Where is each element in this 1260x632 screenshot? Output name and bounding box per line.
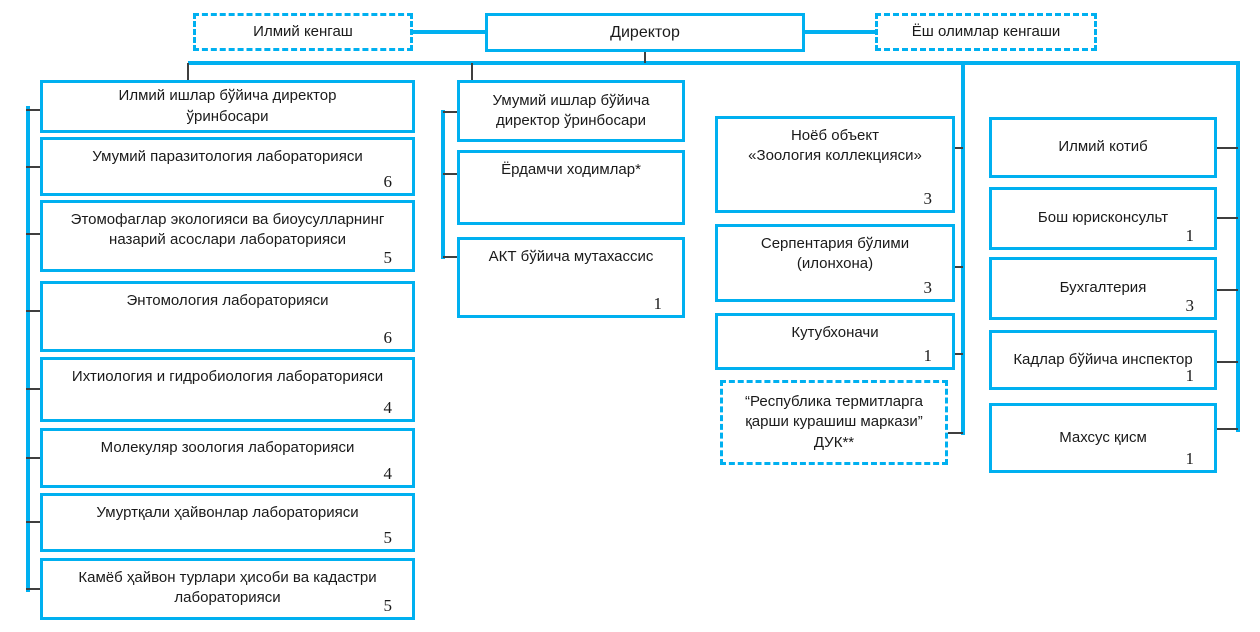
unit-label: Ёрдамчи ходимлар* xyxy=(501,161,641,178)
connector-stub xyxy=(443,111,459,113)
connector-stub xyxy=(952,353,963,355)
unit-box: Этомофаглар экологияси ва биоусулларнинг… xyxy=(40,200,415,272)
staff-count: 6 xyxy=(383,172,393,192)
unit-label: Бухгалтерия xyxy=(1059,279,1147,297)
staff-count: 1 xyxy=(923,346,933,366)
unit-box: Ноёб объект «Зоология коллекцияси» 3 xyxy=(715,116,955,213)
unit-box: Энтомология лабораторияси 6 xyxy=(40,281,415,352)
unit-label: Этомофаглар экологияси ва биоусулларнинг… xyxy=(70,211,385,249)
science-head-drop-line xyxy=(187,63,189,81)
staff-count: 5 xyxy=(383,528,393,548)
general-column-line xyxy=(441,110,445,259)
staff-count: 1 xyxy=(1185,226,1195,246)
staff-count: 3 xyxy=(923,189,933,209)
unit-box: Умуртқали ҳайвонлар лабораторияси 5 xyxy=(40,493,415,552)
admin-column-line xyxy=(1236,61,1240,432)
unit-label: Ноёб объект «Зоология коллекцияси» xyxy=(748,127,922,165)
staff-count: 1 xyxy=(1185,449,1195,469)
connector-stub xyxy=(26,588,42,590)
unit-box: Илмий котиб xyxy=(989,117,1217,178)
unit-box: Серпентария бўлими (илонхона) 3 xyxy=(715,224,955,302)
staff-count: 5 xyxy=(383,248,393,268)
connector-stub xyxy=(1214,217,1238,219)
connector-stub xyxy=(26,310,42,312)
staff-count: 4 xyxy=(383,464,393,484)
connector-stub xyxy=(443,256,459,258)
unit-label: Ихтиология и гидробиология лабораторияси xyxy=(71,368,384,385)
unit-box: Ёрдамчи ходимлар* xyxy=(457,150,685,225)
facility-column-line xyxy=(961,61,965,435)
box-director: Директор xyxy=(485,13,805,52)
box-label: Ёш олимлар кенгаши xyxy=(911,22,1061,40)
box-label: Директор xyxy=(610,23,680,41)
unit-box: Кутубхоначи 1 xyxy=(715,313,955,370)
connector-stub xyxy=(26,521,42,523)
unit-box: Кадлар бўйича инспектор 1 xyxy=(989,330,1217,390)
box-termite-center-affiliate: “Республика термитларга қарши курашиш ма… xyxy=(720,380,948,465)
connector-stub xyxy=(1214,361,1238,363)
unit-box: Молекуляр зоология лабораторияси 4 xyxy=(40,428,415,488)
connector-stub xyxy=(26,109,42,111)
staff-count: 3 xyxy=(1185,296,1195,316)
staff-count: 4 xyxy=(383,398,393,418)
staff-count: 6 xyxy=(383,328,393,348)
connector-stub xyxy=(1214,428,1238,430)
connector-stub xyxy=(1214,147,1238,149)
unit-box: Ихтиология и гидробиология лабораторияси… xyxy=(40,357,415,422)
box-label: “Республика термитларга қарши курашиш ма… xyxy=(745,393,923,451)
unit-box: Камёб ҳайвон турлари ҳисоби ва кадастри … xyxy=(40,558,415,620)
connector-stub xyxy=(443,173,459,175)
staff-count: 1 xyxy=(653,294,663,314)
unit-label: Умумий паразитология лабораторияси xyxy=(92,148,363,165)
unit-label: Илмий котиб xyxy=(1058,138,1148,156)
science-column-line xyxy=(26,106,30,592)
unit-label: Молекуляр зоология лабораторияси xyxy=(100,439,355,456)
unit-box: Махсус қисм 1 xyxy=(989,403,1217,473)
box-young-scientists-council: Ёш олимлар кенгаши xyxy=(875,13,1097,51)
unit-label: АКТ бўйича мутахассис xyxy=(488,248,654,265)
box-general-deputy-director: Умумий ишлар бўйича директор ўринбосари xyxy=(457,80,685,142)
staff-count: 3 xyxy=(923,278,933,298)
box-scientific-council: Илмий кенгаш xyxy=(193,13,413,51)
unit-label: Махсус қисм xyxy=(1059,428,1147,446)
box-label: Илмий ишлар бўйича директор ўринбосари xyxy=(118,87,337,125)
connector-stub xyxy=(945,432,963,434)
connector-stub xyxy=(952,266,963,268)
connector-stub xyxy=(952,147,963,149)
box-science-deputy-director: Илмий ишлар бўйича директор ўринбосари xyxy=(40,80,415,133)
unit-label: Камёб ҳайвон турлари ҳисоби ва кадастри … xyxy=(78,569,377,607)
connector-stub xyxy=(1214,289,1238,291)
box-label: Илмий кенгаш xyxy=(253,22,353,40)
unit-label: Серпентария бўлими (илонхона) xyxy=(760,235,910,273)
unit-box: Умумий паразитология лабораторияси 6 xyxy=(40,137,415,196)
box-label: Умумий ишлар бўйича директор ўринбосари xyxy=(492,91,650,129)
unit-label: Умуртқали ҳайвонлар лабораторияси xyxy=(96,504,359,521)
connector-stub xyxy=(26,388,42,390)
connector-stub xyxy=(26,233,42,235)
general-head-drop-line xyxy=(471,63,473,81)
spine-line xyxy=(188,61,1240,65)
unit-box: АКТ бўйича мутахассис 1 xyxy=(457,237,685,318)
unit-box: Бухгалтерия 3 xyxy=(989,257,1217,320)
unit-label: Кадлар бўйича инспектор xyxy=(1013,350,1193,368)
director-drop-line xyxy=(644,52,646,63)
connector-stub xyxy=(26,457,42,459)
staff-count: 5 xyxy=(383,596,393,616)
connector-stub xyxy=(26,166,42,168)
staff-count: 1 xyxy=(1185,366,1195,386)
unit-label: Энтомология лабораторияси xyxy=(126,292,329,309)
director-right-connector xyxy=(803,30,877,34)
unit-label: Кутубхоначи xyxy=(791,324,879,341)
unit-box: Бош юрисконсульт 1 xyxy=(989,187,1217,250)
unit-label: Бош юрисконсульт xyxy=(1037,209,1169,227)
director-left-connector xyxy=(411,30,487,34)
